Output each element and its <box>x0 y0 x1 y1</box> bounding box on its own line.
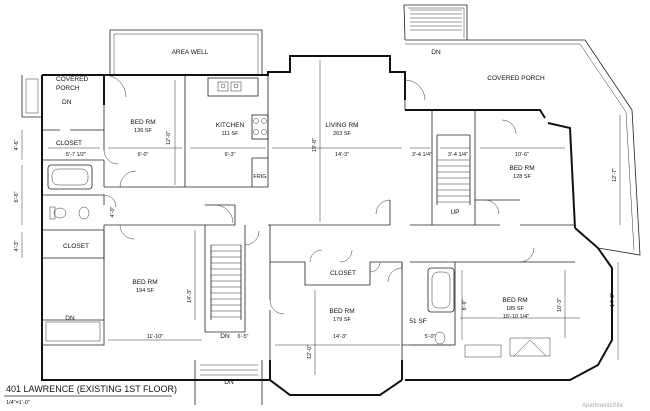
label-bed-br-area: 185 SF <box>506 306 524 312</box>
dim-3-4-1-4: 3'-4 1/4" <box>412 152 432 158</box>
dim-14-3-c: 14'-3" <box>333 334 347 340</box>
dim-12-7: 12'-7" <box>612 168 618 182</box>
title-block: 401 LAWRENCE (EXISTING 1ST FLOOR) 1/4"=1… <box>4 384 177 406</box>
label-covered-porch-left-2: PORCH <box>56 85 80 92</box>
label-closet-2: CLOSET <box>63 243 89 250</box>
dim-4-3: 4'-3" <box>14 240 20 251</box>
dim-10-3: 10'-3" <box>557 298 563 312</box>
label-bed-r: BED RM <box>509 165 534 172</box>
label-closet-3: CLOSET <box>330 270 356 277</box>
dimension-labels: 12'-0" 9'-0" 9'-3" 19'-8" 14'-3" 3'-4 1/… <box>14 131 618 359</box>
dimension-lines <box>21 60 621 375</box>
doors <box>103 74 535 315</box>
label-dn-top: DN <box>431 49 441 56</box>
label-bath-sf: 51 SF <box>409 318 426 325</box>
dim-4-6: 4'-6" <box>14 139 20 150</box>
label-kitchen: KITCHEN <box>216 122 245 129</box>
dim-12-0-b: 12'-0" <box>307 345 313 359</box>
dim-4-0: 4'-0" <box>110 206 116 217</box>
dim-11-10: 11'-10" <box>147 334 164 340</box>
dim-8-9: 8'-9" <box>462 299 468 310</box>
label-living-area: 263 SF <box>333 131 351 137</box>
label-dn-left: DN <box>62 99 72 106</box>
label-bed-c: BED RM <box>329 308 354 315</box>
label-bed-br: BED RM <box>502 297 527 304</box>
dim-5-7-1-2: 5'-7 1/2" <box>66 152 86 158</box>
dim-14-3-a: 14'-3" <box>335 152 349 158</box>
label-area-well: AREA WELL <box>172 49 209 56</box>
plan-scale: 1/4"=1'-0" <box>6 400 30 406</box>
dim-14-3-b: 14'-3" <box>187 289 193 303</box>
label-bed-tl-area: 136 SF <box>134 128 152 134</box>
label-dn-stair: DN <box>220 333 230 340</box>
dim-14-3-d: 14'-3" <box>610 293 616 307</box>
dim-15-10-1-4: 15'-10 1/4" <box>503 314 529 320</box>
label-dn-deck: DN <box>65 315 75 322</box>
fixtures <box>47 77 551 358</box>
label-kitchen-area: 111 SF <box>222 131 240 137</box>
dim-6-6: 6'-6" <box>14 191 20 202</box>
porches <box>21 4 641 405</box>
label-frig: FRIG <box>253 174 266 180</box>
watermark: ApartmentsSite <box>582 403 624 409</box>
label-bed-tl: BED RM <box>130 119 155 126</box>
label-bed-r-area: 128 SF <box>513 174 531 180</box>
dim-3-4-1-4-b: 3'-4 1/4" <box>448 152 468 158</box>
label-covered-porch-right: COVERED PORCH <box>487 75 545 82</box>
label-bed-l: BED RM <box>132 279 157 286</box>
stairs <box>210 134 471 320</box>
label-up: UP <box>450 209 459 216</box>
plan-title: 401 LAWRENCE (EXISTING 1ST FLOOR) <box>6 384 177 394</box>
dim-5-0: 5'-0" <box>425 334 436 340</box>
walls <box>41 55 613 396</box>
label-dn-entry: DN <box>224 379 234 386</box>
dim-6-5: 6'-5" <box>238 334 249 340</box>
label-closet-1: CLOSET <box>56 140 82 147</box>
label-living: LIVING RM <box>325 122 358 129</box>
dim-9-3: 9'-3" <box>225 152 236 158</box>
room-labels: AREA WELL COVERED PORCH DN BED RM 136 SF… <box>56 49 545 386</box>
label-covered-porch-left-1: COVERED <box>56 76 88 83</box>
dim-9-0: 9'-0" <box>138 152 149 158</box>
dim-19-8: 19'-8" <box>312 138 318 152</box>
dim-12-0-a: 12'-0" <box>166 131 172 145</box>
dim-10-6: 10'-6" <box>515 152 529 158</box>
label-bed-l-area: 194 SF <box>136 288 154 294</box>
label-bed-c-area: 179 SF <box>333 317 351 323</box>
